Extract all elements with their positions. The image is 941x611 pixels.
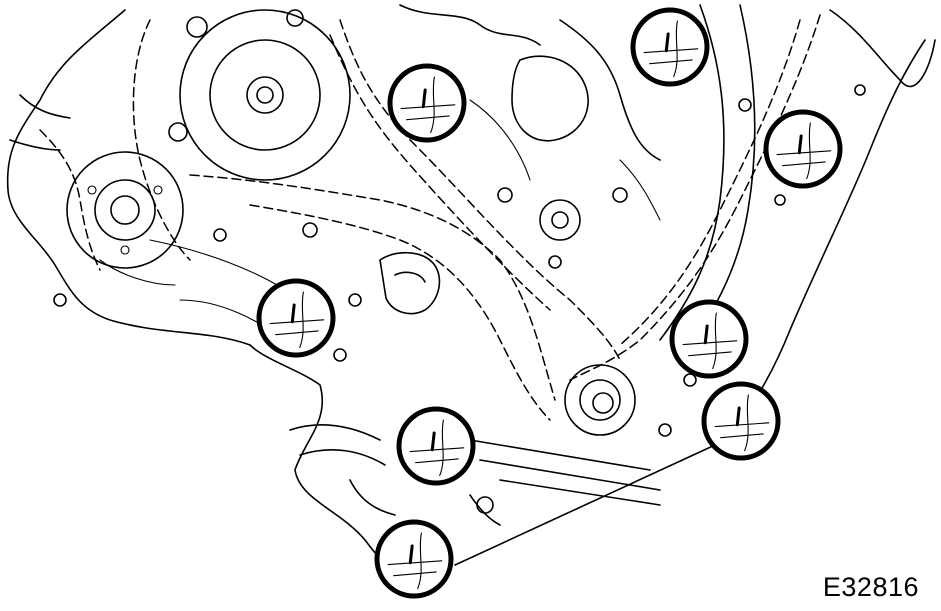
engine-block-outline	[6, 4, 936, 591]
alignment-marker-4	[256, 278, 336, 358]
bolts	[53, 84, 866, 514]
alignment-marker-6	[701, 381, 781, 461]
alignment-marker-8	[374, 519, 454, 599]
figure-code: E32816	[822, 572, 919, 602]
alignment-marker-1	[387, 63, 467, 143]
alignment-mark-circles	[256, 7, 843, 599]
left-sprocket	[66, 151, 184, 269]
alignment-marker-7	[396, 406, 476, 486]
timing-chains	[39, 14, 821, 421]
alignment-marker-5	[669, 299, 749, 379]
alignment-marker-3	[763, 109, 843, 189]
upper-pulley	[168, 9, 351, 181]
alignment-marker-2	[630, 7, 710, 87]
